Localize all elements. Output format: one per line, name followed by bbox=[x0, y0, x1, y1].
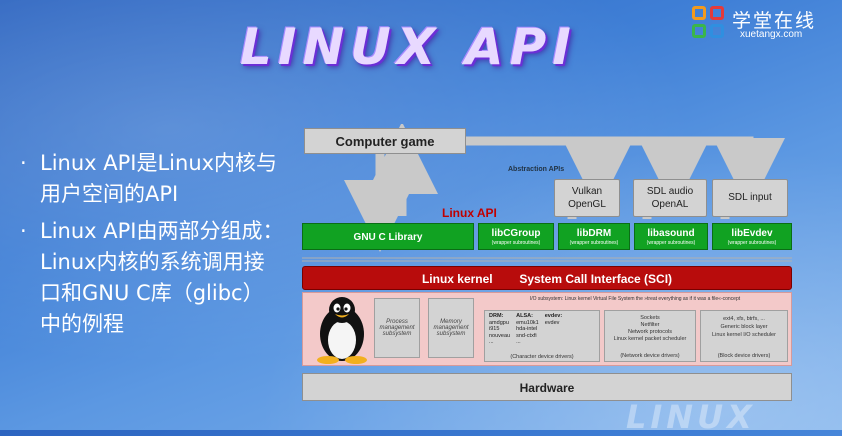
bullet-list: · Linux API是Linux内核与用户空间的API · Linux API… bbox=[14, 148, 284, 346]
wrapper-sub: (wrapper subroutines) bbox=[727, 240, 777, 246]
computer-game-box: Computer game bbox=[304, 128, 466, 154]
tux-penguin-icon bbox=[317, 297, 367, 364]
bullet-dot-icon: · bbox=[20, 151, 27, 175]
xuetangx-logo-icon bbox=[692, 6, 726, 40]
filesystems: ext4, xfs, btrfs, ... bbox=[723, 316, 765, 322]
wrapper-name: libasound bbox=[647, 228, 695, 239]
alsa-item: ... bbox=[516, 339, 521, 345]
process-management-box: Process management subsystem bbox=[374, 298, 420, 358]
bullet-item: · Linux API由两部分组成：Linux内核的系统调用接口和GNU C库（… bbox=[14, 216, 284, 340]
linux-wordmark: LINUX bbox=[626, 398, 756, 436]
glibc-box: GNU C Library bbox=[302, 223, 474, 250]
generic-block-layer: Generic block layer bbox=[720, 324, 768, 330]
hardware-box: Hardware bbox=[302, 373, 792, 401]
bullet-text: Linux API由两部分组成：Linux内核的系统调用接口和GNU C库（gl… bbox=[40, 219, 284, 336]
char-drivers-label: (Character device drivers) bbox=[510, 354, 574, 360]
alsa-column: ALSA: emu10k1 hda-intel snd-ctxfi ... bbox=[516, 313, 539, 346]
abstraction-line1: Vulkan bbox=[571, 186, 603, 197]
net-line: Sockets bbox=[640, 315, 660, 321]
system-call-interface-bar: Linux kernel System Call Interface (SCI) bbox=[302, 266, 792, 290]
abstraction-apis-label: Abstraction APIs bbox=[508, 166, 565, 173]
alsa-item: snd-ctxfi bbox=[516, 332, 537, 339]
character-device-drivers-box: DRM: amdgpu i915 nouveau ... ALSA: emu10… bbox=[484, 310, 600, 362]
evdev-column: evdev: evdev bbox=[545, 313, 562, 346]
logo-name-en: xuetangx.com bbox=[740, 29, 803, 40]
drm-item: nouveau bbox=[489, 332, 511, 339]
sci-kernel-label: Linux kernel bbox=[421, 272, 493, 286]
abstraction-line2: OpenGL bbox=[568, 199, 606, 210]
io-scheduler: Linux kernel I/O scheduler bbox=[712, 332, 776, 338]
net-line: Netfilter bbox=[640, 322, 660, 328]
vulkan-opengl-box: Vulkan OpenGL bbox=[554, 179, 620, 217]
wrapper-sub: (wrapper subroutines) bbox=[569, 240, 619, 246]
arrow-game-to-sdl-audio bbox=[598, 136, 710, 210]
wrapper-name: libDRM bbox=[576, 228, 612, 239]
drm-item: i915 bbox=[489, 326, 500, 332]
alsa-item: emu10k1 bbox=[516, 319, 539, 326]
sdl-input-box: SDL input bbox=[712, 179, 788, 217]
bullet-item: · Linux API是Linux内核与用户空间的API bbox=[14, 148, 284, 210]
wrapper-sub: (wrapper subroutines) bbox=[646, 240, 696, 246]
drm-title: DRM: bbox=[489, 313, 504, 319]
wrapper-libevdev: libEvdev (wrapper subroutines) bbox=[712, 223, 792, 250]
bullet-text: Linux API是Linux内核与用户空间的API bbox=[40, 151, 278, 206]
block-device-drivers-box: ext4, xfs, btrfs, ... Generic block laye… bbox=[700, 310, 788, 362]
wrapper-libasound: libasound (wrapper subroutines) bbox=[634, 223, 708, 250]
memory-management-box: Memory management subsystem bbox=[428, 298, 474, 358]
abstraction-line1: SDL input bbox=[728, 192, 772, 203]
wrapper-name: libCGroup bbox=[491, 228, 541, 239]
bullet-dot-icon: · bbox=[20, 219, 27, 243]
logo-name-cn: 学堂在线 bbox=[732, 10, 817, 32]
net-scheduler: Linux kernel packet scheduler bbox=[613, 336, 687, 342]
linux-api-diagram: Computer game Abstraction APIs Vulkan Op… bbox=[302, 124, 792, 408]
wrapper-name: libEvdev bbox=[731, 228, 773, 239]
evdev-item: evdev bbox=[544, 319, 560, 326]
wrapper-sub: (wrapper subroutines) bbox=[491, 240, 541, 246]
abstraction-line2: OpenAL bbox=[651, 199, 689, 210]
net-drivers-label: (Network device drivers) bbox=[620, 353, 680, 359]
sci-interface-label: System Call Interface (SCI) bbox=[519, 272, 673, 286]
drm-item: ... bbox=[489, 339, 494, 345]
linux-api-label: Linux API bbox=[442, 206, 497, 220]
wrapper-libdrm: libDRM (wrapper subroutines) bbox=[558, 223, 630, 250]
arrow-game-to-sdl-input bbox=[674, 136, 785, 210]
block-drivers-label: (Block device drivers) bbox=[717, 353, 771, 359]
slide-title: LINUX API bbox=[240, 18, 577, 76]
net-line: Network protocols bbox=[627, 329, 673, 335]
sdl-audio-openal-box: SDL audio OpenAL bbox=[633, 179, 707, 217]
alsa-item: hda-intel bbox=[516, 326, 538, 332]
alsa-title: ALSA: bbox=[516, 313, 533, 319]
drm-column: DRM: amdgpu i915 nouveau ... bbox=[489, 313, 510, 346]
wrapper-libcgroup: libCGroup (wrapper subroutines) bbox=[478, 223, 554, 250]
abstraction-line1: SDL audio bbox=[646, 186, 694, 197]
vfs-note: I/O subsystem: Linux kernel Virtual File… bbox=[529, 296, 741, 302]
evdev-title: evdev: bbox=[544, 313, 563, 319]
drm-item: amdgpu bbox=[489, 319, 509, 326]
network-device-drivers-box: Sockets Netfilter Network protocols Linu… bbox=[604, 310, 696, 362]
brand-logo: 学堂在线 xuetangx.com bbox=[692, 4, 840, 44]
